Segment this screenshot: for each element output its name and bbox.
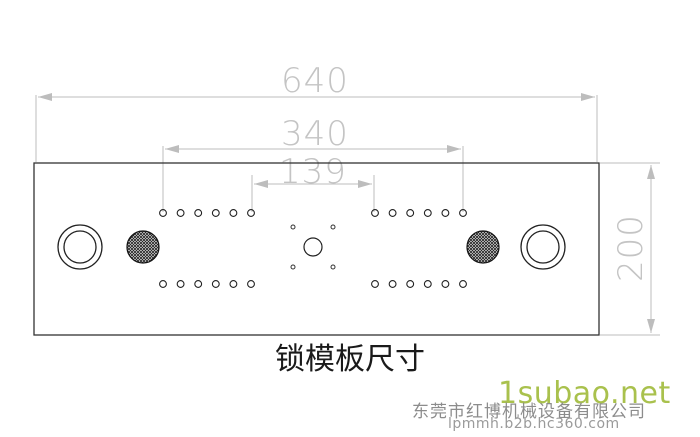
small-hole: [459, 209, 467, 217]
small-hole: [194, 209, 203, 217]
small-hole: [229, 280, 238, 288]
small-hole: [247, 280, 255, 288]
small-hole: [441, 209, 450, 217]
small-hole: [388, 280, 397, 288]
watermark-url: lpmmh.b2b.hc360.com: [448, 416, 620, 432]
small-hole: [371, 280, 379, 288]
small-hole: [211, 280, 220, 288]
small-hole: [423, 209, 432, 217]
small-hole: [159, 209, 167, 217]
small-hole: [371, 209, 379, 217]
left-guide-ring: [57, 224, 103, 270]
dimension-overall-width: 640: [35, 61, 598, 162]
small-hole: [406, 209, 415, 217]
dimension-inner-gap: 139: [251, 152, 375, 212]
dimension-height: 200: [600, 162, 660, 336]
left-hatched-circle: [126, 230, 160, 264]
small-hole: [459, 280, 467, 288]
right-hatched-circle: [466, 230, 500, 264]
small-hole: [441, 280, 450, 288]
drawing-caption: 锁模板尺寸: [275, 342, 425, 377]
small-hole: [406, 280, 415, 288]
dimension-label-139: 139: [279, 152, 347, 192]
right-guide-ring: [520, 224, 566, 270]
dimension-hole-span: 340: [162, 114, 464, 212]
center-fitting: [290, 224, 336, 270]
watermark-site: 1subao.net: [498, 376, 671, 411]
small-hole: [176, 209, 185, 217]
small-hole: [176, 280, 185, 288]
small-hole: [423, 280, 432, 288]
small-hole: [211, 209, 220, 217]
small-hole: [194, 280, 203, 288]
small-hole: [159, 280, 167, 288]
small-hole: [229, 209, 238, 217]
small-holes-group: [159, 209, 467, 288]
small-hole: [388, 209, 397, 217]
dimension-label-640: 640: [281, 61, 349, 101]
watermark-company: 东莞市红博机械设备有限公司: [412, 402, 646, 422]
dimension-label-200: 200: [611, 214, 651, 282]
dimension-label-340: 340: [281, 114, 349, 154]
plate-outline: [33, 162, 600, 336]
small-hole: [247, 209, 255, 217]
